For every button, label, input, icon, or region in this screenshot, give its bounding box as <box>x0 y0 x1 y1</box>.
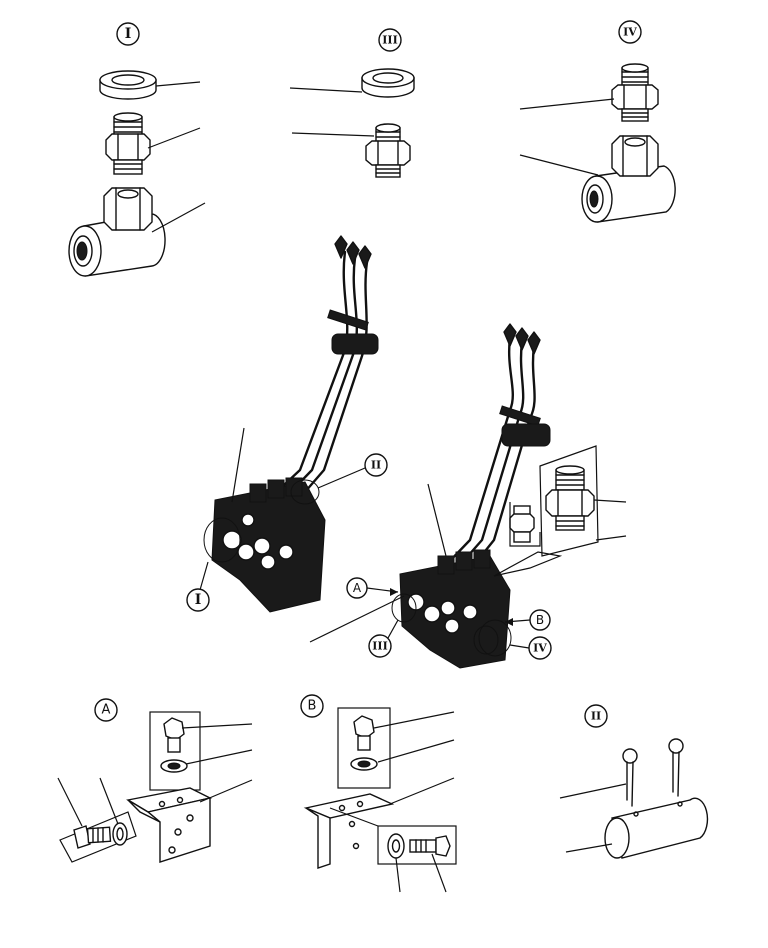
seal-ring-A <box>160 759 188 773</box>
leader-II-ref <box>317 467 366 489</box>
leader-II-pin <box>559 783 627 799</box>
adapter-fitting-III <box>365 123 411 178</box>
leader-B-bracket <box>389 777 455 805</box>
leader-IV-adapter <box>519 98 615 110</box>
pointer-B-bracket <box>329 807 379 827</box>
valve-assembly-right <box>309 323 627 669</box>
detail-IV-group: IV <box>519 20 676 223</box>
leader-A-bolt <box>57 777 83 827</box>
detail-IV-label: IV <box>623 26 637 39</box>
leader-B-bolt <box>431 853 447 893</box>
bolt-A <box>73 825 112 849</box>
leader-left-block <box>231 427 245 503</box>
view-A-group: A <box>57 698 253 863</box>
detail-II-label: II <box>591 710 601 723</box>
detail-III-label: III <box>382 34 397 47</box>
leader-I-washer <box>155 81 201 87</box>
leader-III-adapter <box>291 132 375 137</box>
large-adapter-fitting <box>545 465 595 531</box>
elbow-fitting-I <box>68 187 166 277</box>
clevis-pin <box>604 797 709 859</box>
view-B-heading: B <box>308 699 317 714</box>
plug-bolt-B <box>353 715 375 751</box>
leader-B-washer <box>395 857 401 893</box>
detail-III-group: III <box>289 28 415 178</box>
view-A-heading: A <box>102 703 111 718</box>
seal-ring-B <box>350 757 378 771</box>
view-A-label: A <box>353 581 362 595</box>
adapter-fitting-I <box>105 112 151 175</box>
cotter-pin-1 <box>622 748 638 807</box>
detail-II-callout: II <box>584 704 608 728</box>
cotter-pin-2 <box>668 738 684 797</box>
detail-III-ref-callout: III <box>368 619 399 658</box>
leader-IV-elbow <box>519 154 599 176</box>
plug-bolt-A <box>163 717 185 753</box>
leader-II-clevis <box>565 843 613 853</box>
view-B-callout: B <box>300 694 324 718</box>
detail-II-ref-label: II <box>371 459 381 472</box>
view-B-group: B <box>300 694 457 893</box>
detail-I-ref-label: I <box>195 592 202 608</box>
detail-IV-ref-label: IV <box>533 642 547 655</box>
view-A-inset-box <box>149 711 201 791</box>
detail-IV-ref-callout: IV <box>509 636 552 660</box>
view-B-inset-box <box>337 707 391 789</box>
detail-I-ref-callout: I <box>186 588 210 612</box>
view-A-bolt-box <box>59 811 137 863</box>
leader-right-block <box>427 483 447 557</box>
box-large-fitting <box>539 445 599 557</box>
spring-washer-B <box>387 833 405 859</box>
detail-III-ref-label: III <box>372 640 387 653</box>
leader-I-adapter <box>147 127 201 149</box>
detail-II-group: II <box>559 704 709 859</box>
small-adapter-fitting <box>509 505 535 543</box>
bolt-B <box>409 835 451 857</box>
detail-I-callout: I <box>116 22 140 46</box>
leader-large-fitting-2 <box>595 535 627 541</box>
mounting-bracket-B <box>303 793 395 869</box>
detail-IV-callout: IV <box>618 20 642 44</box>
valve-assembly-left <box>203 235 379 613</box>
detail-II-ref-callout: II <box>364 453 388 477</box>
detail-I-group: I <box>68 22 206 277</box>
leader-A-washer <box>99 777 119 825</box>
leader-A-seal <box>185 749 253 765</box>
leader-I-ref <box>199 561 209 591</box>
spring-washer-A <box>112 822 128 846</box>
leader-I-elbow <box>151 202 206 233</box>
washer-III <box>361 68 415 98</box>
view-B-label: B <box>536 613 544 627</box>
mounting-bracket-A <box>126 787 213 863</box>
leader-right-lower <box>309 595 405 643</box>
view-A-callout: A <box>94 698 118 722</box>
view-B-bolt-box <box>377 825 457 865</box>
detail-I-label: I <box>125 26 132 42</box>
leader-B-plug <box>373 711 455 729</box>
elbow-fitting-IV <box>581 135 676 223</box>
leader-large-fitting-1 <box>593 499 627 503</box>
box-small-fitting <box>509 502 541 547</box>
leader-A-plug <box>181 723 253 729</box>
pointer-to-block <box>493 551 563 577</box>
washer-I <box>99 70 157 100</box>
adapter-fitting-IV <box>611 63 659 122</box>
leader-B-seal <box>377 739 455 763</box>
view-A-arrow-callout: A <box>346 577 399 599</box>
detail-III-callout: III <box>378 28 402 52</box>
view-B-arrow-callout: B <box>504 609 551 631</box>
leader-A-bracket <box>199 779 253 803</box>
leader-III-washer <box>289 87 363 93</box>
